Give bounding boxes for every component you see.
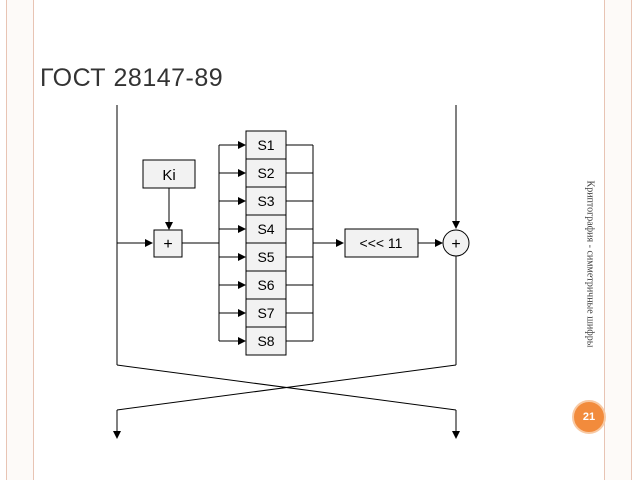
left-frame-decoration (6, 0, 34, 480)
sbox-label: S6 (257, 277, 274, 293)
sbox-6: S6 (245, 270, 287, 300)
sbox-label: S3 (257, 193, 274, 209)
sbox-input-arrows (219, 141, 246, 345)
xor-node: + (442, 229, 470, 257)
sbox-1: S1 (245, 130, 287, 160)
sbox-label: S4 (257, 221, 274, 237)
sbox-label: S2 (257, 165, 274, 181)
adder-block: + (153, 229, 183, 258)
shift-label: <<< 11 (360, 235, 403, 251)
page-number-badge: 21 (572, 400, 606, 434)
right-frame-decoration (604, 0, 632, 480)
sbox-3: S3 (245, 186, 287, 216)
sbox-label: S5 (257, 249, 274, 265)
sbox-2: S2 (245, 158, 287, 188)
sbox-output-lines (286, 144, 313, 342)
page-title: ГОСТ 28147-89 (40, 64, 224, 92)
sbox-label: S8 (257, 333, 274, 349)
adder-label: + (163, 236, 172, 253)
swap-line-right-to-left (116, 364, 457, 411)
sbox-4: S4 (245, 214, 287, 244)
sbox-7: S7 (245, 298, 287, 328)
xor-label: + (451, 236, 460, 253)
sbox-label: S1 (257, 137, 274, 153)
key-label: Ki (162, 167, 175, 184)
rotate-shift-block: <<< 11 (344, 228, 419, 258)
sbox-5: S5 (245, 242, 287, 272)
sbox-8: S8 (245, 326, 287, 356)
sbox-label: S7 (257, 305, 274, 321)
key-block: Ki (142, 159, 196, 189)
